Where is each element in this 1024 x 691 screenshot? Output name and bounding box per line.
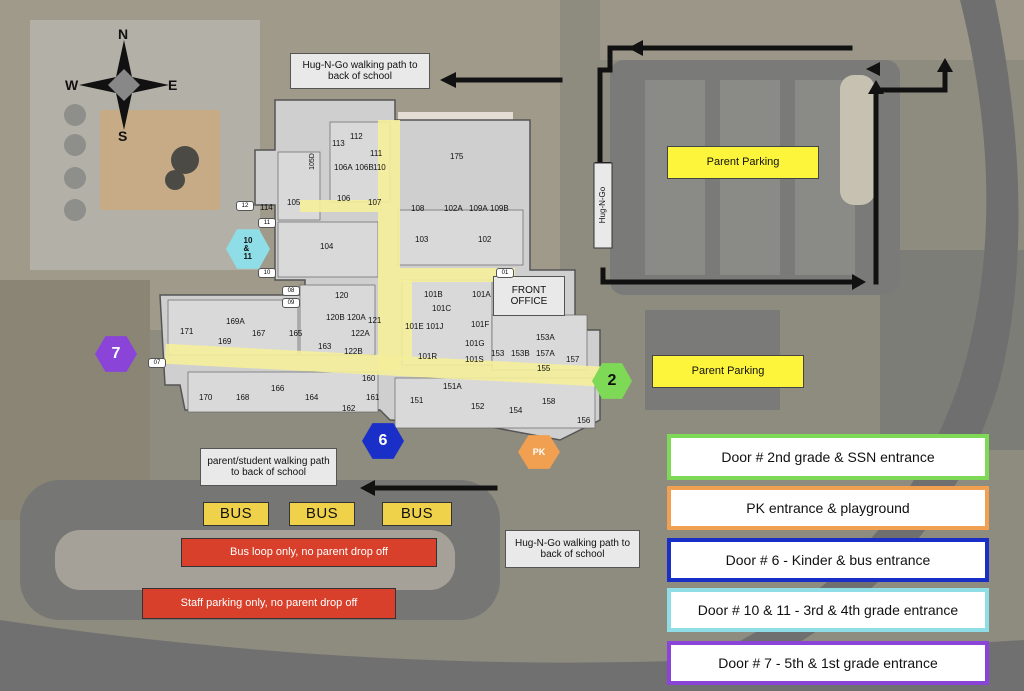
door-tag: 08 [282,286,300,296]
legend-item-pk: PK entrance & playground [667,486,989,530]
room-label: 169 [218,337,232,346]
room-label: 101R [418,352,438,361]
room-label: 106B [355,163,374,172]
room-label: 151 [410,396,424,405]
room-label: 120A [347,313,366,322]
room-label: 105 [287,198,301,207]
room-label: 156 [577,416,591,425]
hug-go-bottom-callout: Hug-N-Go walking path to back of school [505,530,640,568]
door-tag: 11 [258,218,276,228]
room-label: 111 [370,149,383,158]
hug-go-top-callout: Hug-N-Go walking path to back of school [290,53,430,89]
hug-go-lane-label: Hug-N-Go [598,186,608,224]
room-label: 162 [342,404,356,413]
room-label: 169A [226,317,245,326]
room-label: 153 [491,349,505,358]
room-label: 154 [509,406,523,415]
legend-item-door-6: Door # 6 - Kinder & bus entrance [667,538,989,582]
room-label: 166 [271,384,285,393]
room-label: 152 [471,402,485,411]
room-label: 121 [368,316,382,325]
room-label: 112 [350,132,363,141]
door-2-marker: 2 [592,363,632,399]
compass-north-label: N [118,26,129,42]
room-label: 108 [411,204,425,213]
room-label: 164 [305,393,319,402]
room-label: 101J [426,322,444,331]
room-label: 175 [450,152,464,161]
room-label: 101B [424,290,443,299]
legend-item-door-7: Door # 7 - 5th & 1st grade entrance [667,641,989,685]
room-label: 101G [465,339,485,348]
room-label: 158 [542,397,556,406]
bus-label-2: BUS [289,502,355,526]
room-label: 101C [432,304,452,313]
pk-door-marker: PK [518,435,560,469]
room-label: 113 [332,139,345,148]
door-tag: 09 [282,298,300,308]
compass-west-label: W [65,77,79,93]
bus-loop-label: Bus loop only, no parent drop off [181,538,437,567]
room-label: 106 [337,194,351,203]
door-tag: 07 [148,358,166,368]
room-label: 122A [351,329,370,338]
room-label: 171 [180,327,194,336]
compass-east-label: E [168,77,178,93]
room-label: 120 [335,291,349,300]
room-label: 120B [326,313,345,322]
room-label: 168 [236,393,250,402]
room-label: 114 [260,203,273,212]
front-office-callout: FRONT OFFICE [493,276,565,316]
door-tag: 12 [236,201,254,211]
room-label: 107 [368,198,382,207]
room-label: 170 [199,393,213,402]
room-label: 153A [536,333,555,342]
room-label: 167 [252,329,266,338]
room-label: 110 [373,163,386,172]
room-label: 109B [490,204,509,213]
door-tag: 01 [496,268,514,278]
room-label: 101S [465,355,484,364]
compass-south-label: S [118,128,128,144]
staff-parking-label: Staff parking only, no parent drop off [142,588,396,619]
room-label: 101E [405,322,424,331]
lower-parent-parking-label: Parent Parking [652,355,804,388]
upper-parent-parking-label: Parent Parking [667,146,819,179]
room-label: 102 [478,235,492,244]
room-label: 157A [536,349,555,358]
room-label: 165 [289,329,303,338]
room-label: 155 [537,364,551,373]
room-label: 105D [308,153,316,170]
legend-item-door-10-11: Door # 10 & 11 - 3rd & 4th grade entranc… [667,588,989,632]
room-label: 101F [471,320,490,329]
compass-rose [79,40,169,130]
bus-label-1: BUS [203,502,269,526]
door-tag: 10 [258,268,276,278]
room-label: 109A [469,204,488,213]
room-label: 160 [362,374,376,383]
room-label: 161 [366,393,380,402]
room-label: 104 [320,242,334,251]
room-label: 153B [511,349,530,358]
room-label: 106A [334,163,353,172]
legend-item-door-2: Door # 2nd grade & SSN entrance [667,434,989,480]
room-label: 103 [415,235,429,244]
room-label: 157 [566,355,580,364]
room-label: 101A [472,290,491,299]
room-label: 122B [344,347,363,356]
room-label: 102A [444,204,463,213]
bus-label-3: BUS [382,502,452,526]
room-label: 163 [318,342,332,351]
room-label: 151A [443,382,462,391]
parent-student-path-callout: parent/student walking path to back of s… [200,448,337,486]
